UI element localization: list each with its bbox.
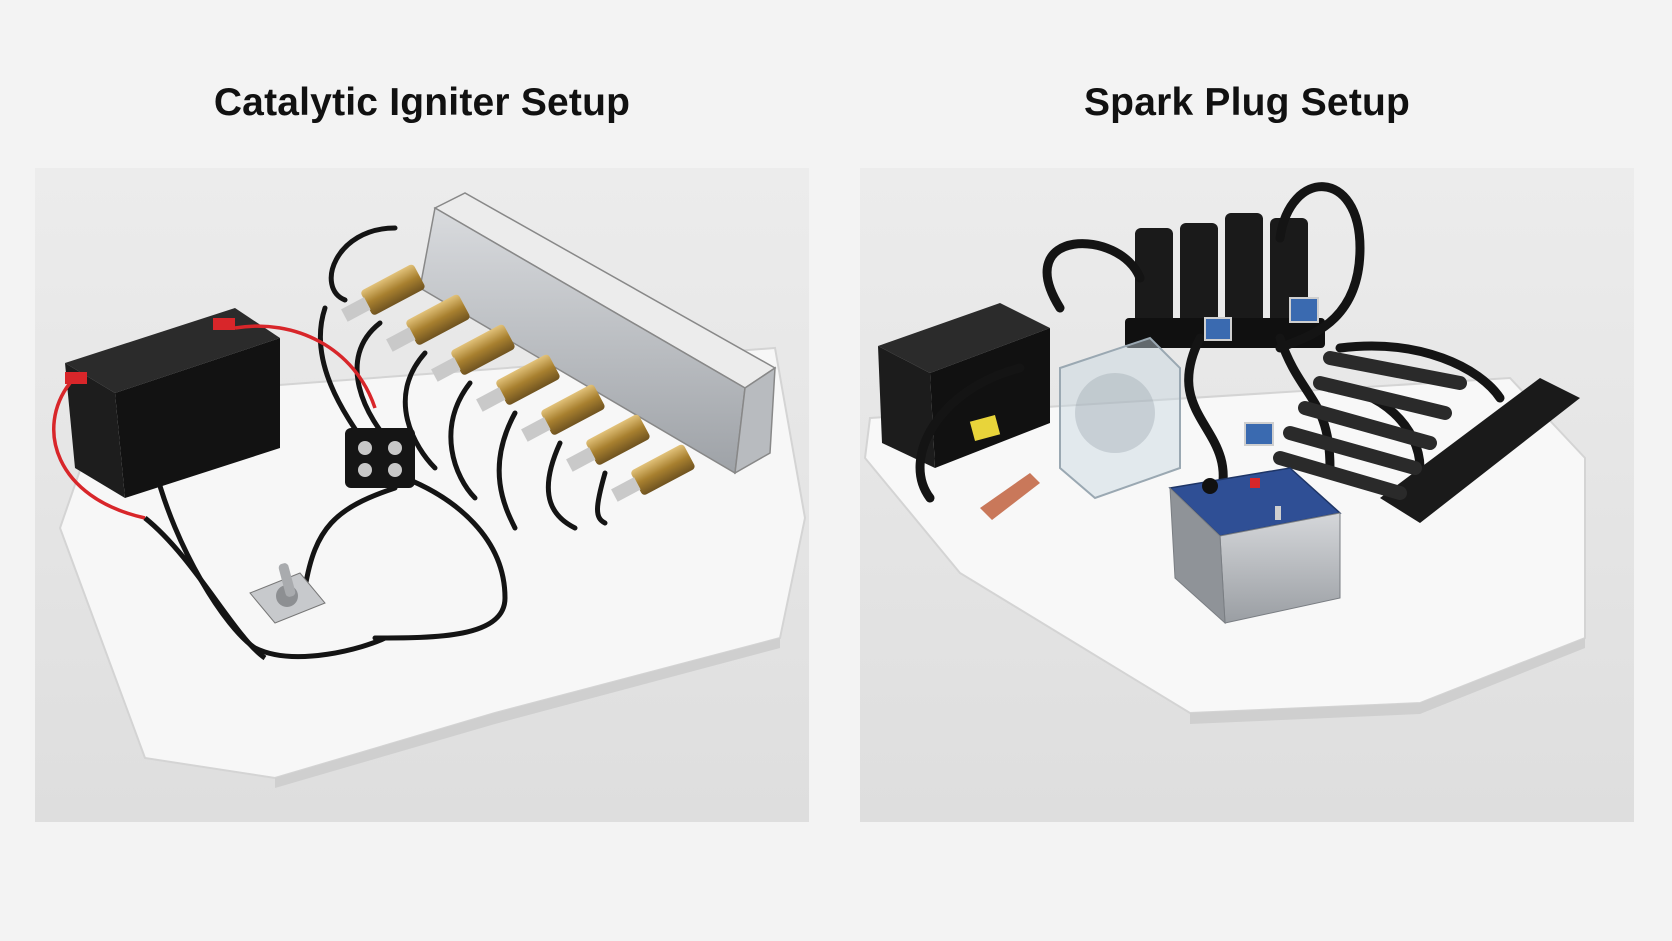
spark-plug-photo <box>860 168 1634 822</box>
battery <box>65 308 280 498</box>
terminal-block <box>345 428 415 488</box>
igniter-manifold <box>419 192 777 475</box>
control-box <box>1168 467 1342 625</box>
spark-plug-leads <box>915 182 1505 503</box>
relays <box>1204 297 1319 446</box>
catalytic-igniter-photo <box>35 168 809 822</box>
red-wires <box>52 324 377 520</box>
catalytic-igniter-illustration <box>35 168 809 822</box>
brass-igniters <box>341 264 695 502</box>
left-panel-title: Catalytic Igniter Setup <box>213 81 631 124</box>
alligator-clip <box>980 473 1040 520</box>
toggle-switch <box>249 563 326 624</box>
power-box <box>878 303 1050 468</box>
spark-plug-rail <box>1273 351 1580 523</box>
spark-plug-illustration <box>860 168 1634 822</box>
right-panel-title: Spark Plug Setup <box>1083 81 1411 124</box>
warning-tag <box>969 414 1001 442</box>
clear-shield <box>1059 336 1181 500</box>
